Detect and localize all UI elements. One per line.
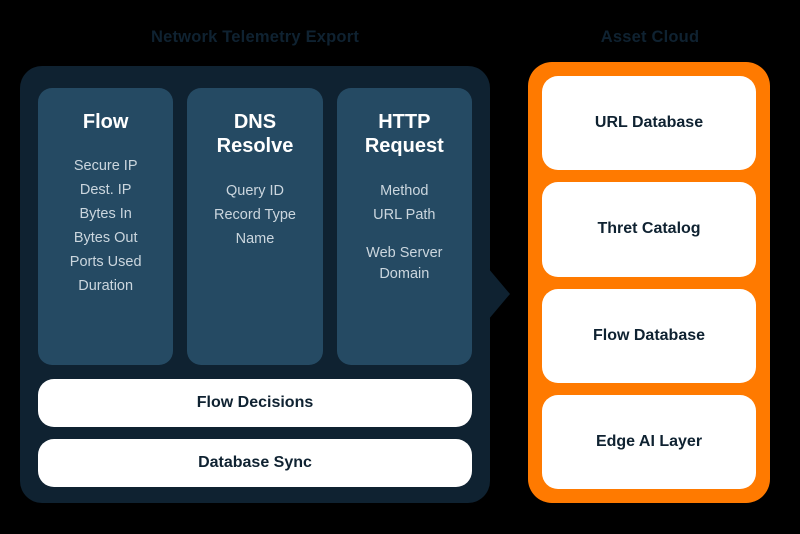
telemetry-bar-list: Flow Decisions Database Sync	[38, 379, 472, 487]
card-item: Bytes In	[79, 206, 132, 223]
asset-cloud-panel: URL Database Thret Catalog Flow Database…	[528, 62, 770, 503]
card-item: Bytes Out	[73, 230, 138, 247]
card-item: Secure IP	[73, 158, 138, 175]
telemetry-card-dns-resolve[interactable]: DNS Resolve Query ID Record Type Name	[187, 88, 323, 365]
card-title: Flow	[82, 111, 129, 133]
telemetry-card-row: Flow Secure IP Dest. IP Bytes In Bytes O…	[38, 88, 472, 365]
card-title: HTTP Request	[364, 111, 444, 158]
card-item: Method	[380, 182, 429, 199]
asset-cloud-card-edge-ai-layer[interactable]: Edge AI Layer	[542, 394, 756, 489]
card-title: DNS Resolve	[216, 111, 294, 158]
card-item: Record Type	[214, 206, 296, 223]
asset-cloud-card-flow-database[interactable]: Flow Database	[542, 288, 756, 383]
card-item: Dest. IP	[79, 182, 132, 199]
asset-cloud-card-thret-catalog[interactable]: Thret Catalog	[542, 182, 756, 277]
card-item-list: Method URL Path Web Server Domain	[345, 181, 464, 285]
card-item: Name	[235, 230, 275, 247]
card-item: Ports Used	[69, 254, 142, 271]
telemetry-card-flow[interactable]: Flow Secure IP Dest. IP Bytes In Bytes O…	[38, 88, 174, 365]
arrow-right-icon	[488, 268, 510, 320]
telemetry-card-http-request[interactable]: HTTP Request Method URL Path Web Server …	[336, 88, 472, 365]
card-item: Web Server Domain	[366, 244, 443, 282]
card-item: URL Path	[373, 206, 436, 223]
right-section-title: Asset Cloud	[600, 28, 700, 46]
network-telemetry-export-panel: Flow Secure IP Dest. IP Bytes In Bytes O…	[20, 66, 490, 503]
left-section-title: Network Telemetry Export	[150, 28, 360, 46]
card-item: Duration	[78, 278, 134, 295]
card-item-list: Secure IP Dest. IP Bytes In Bytes Out Po…	[46, 156, 165, 297]
card-item-list: Query ID Record Type Name	[195, 181, 314, 250]
asset-cloud-card-url-database[interactable]: URL Database	[542, 76, 756, 171]
telemetry-bar-database-sync[interactable]: Database Sync	[38, 439, 472, 487]
telemetry-bar-flow-decisions[interactable]: Flow Decisions	[38, 379, 472, 427]
card-item: Query ID	[225, 182, 284, 199]
